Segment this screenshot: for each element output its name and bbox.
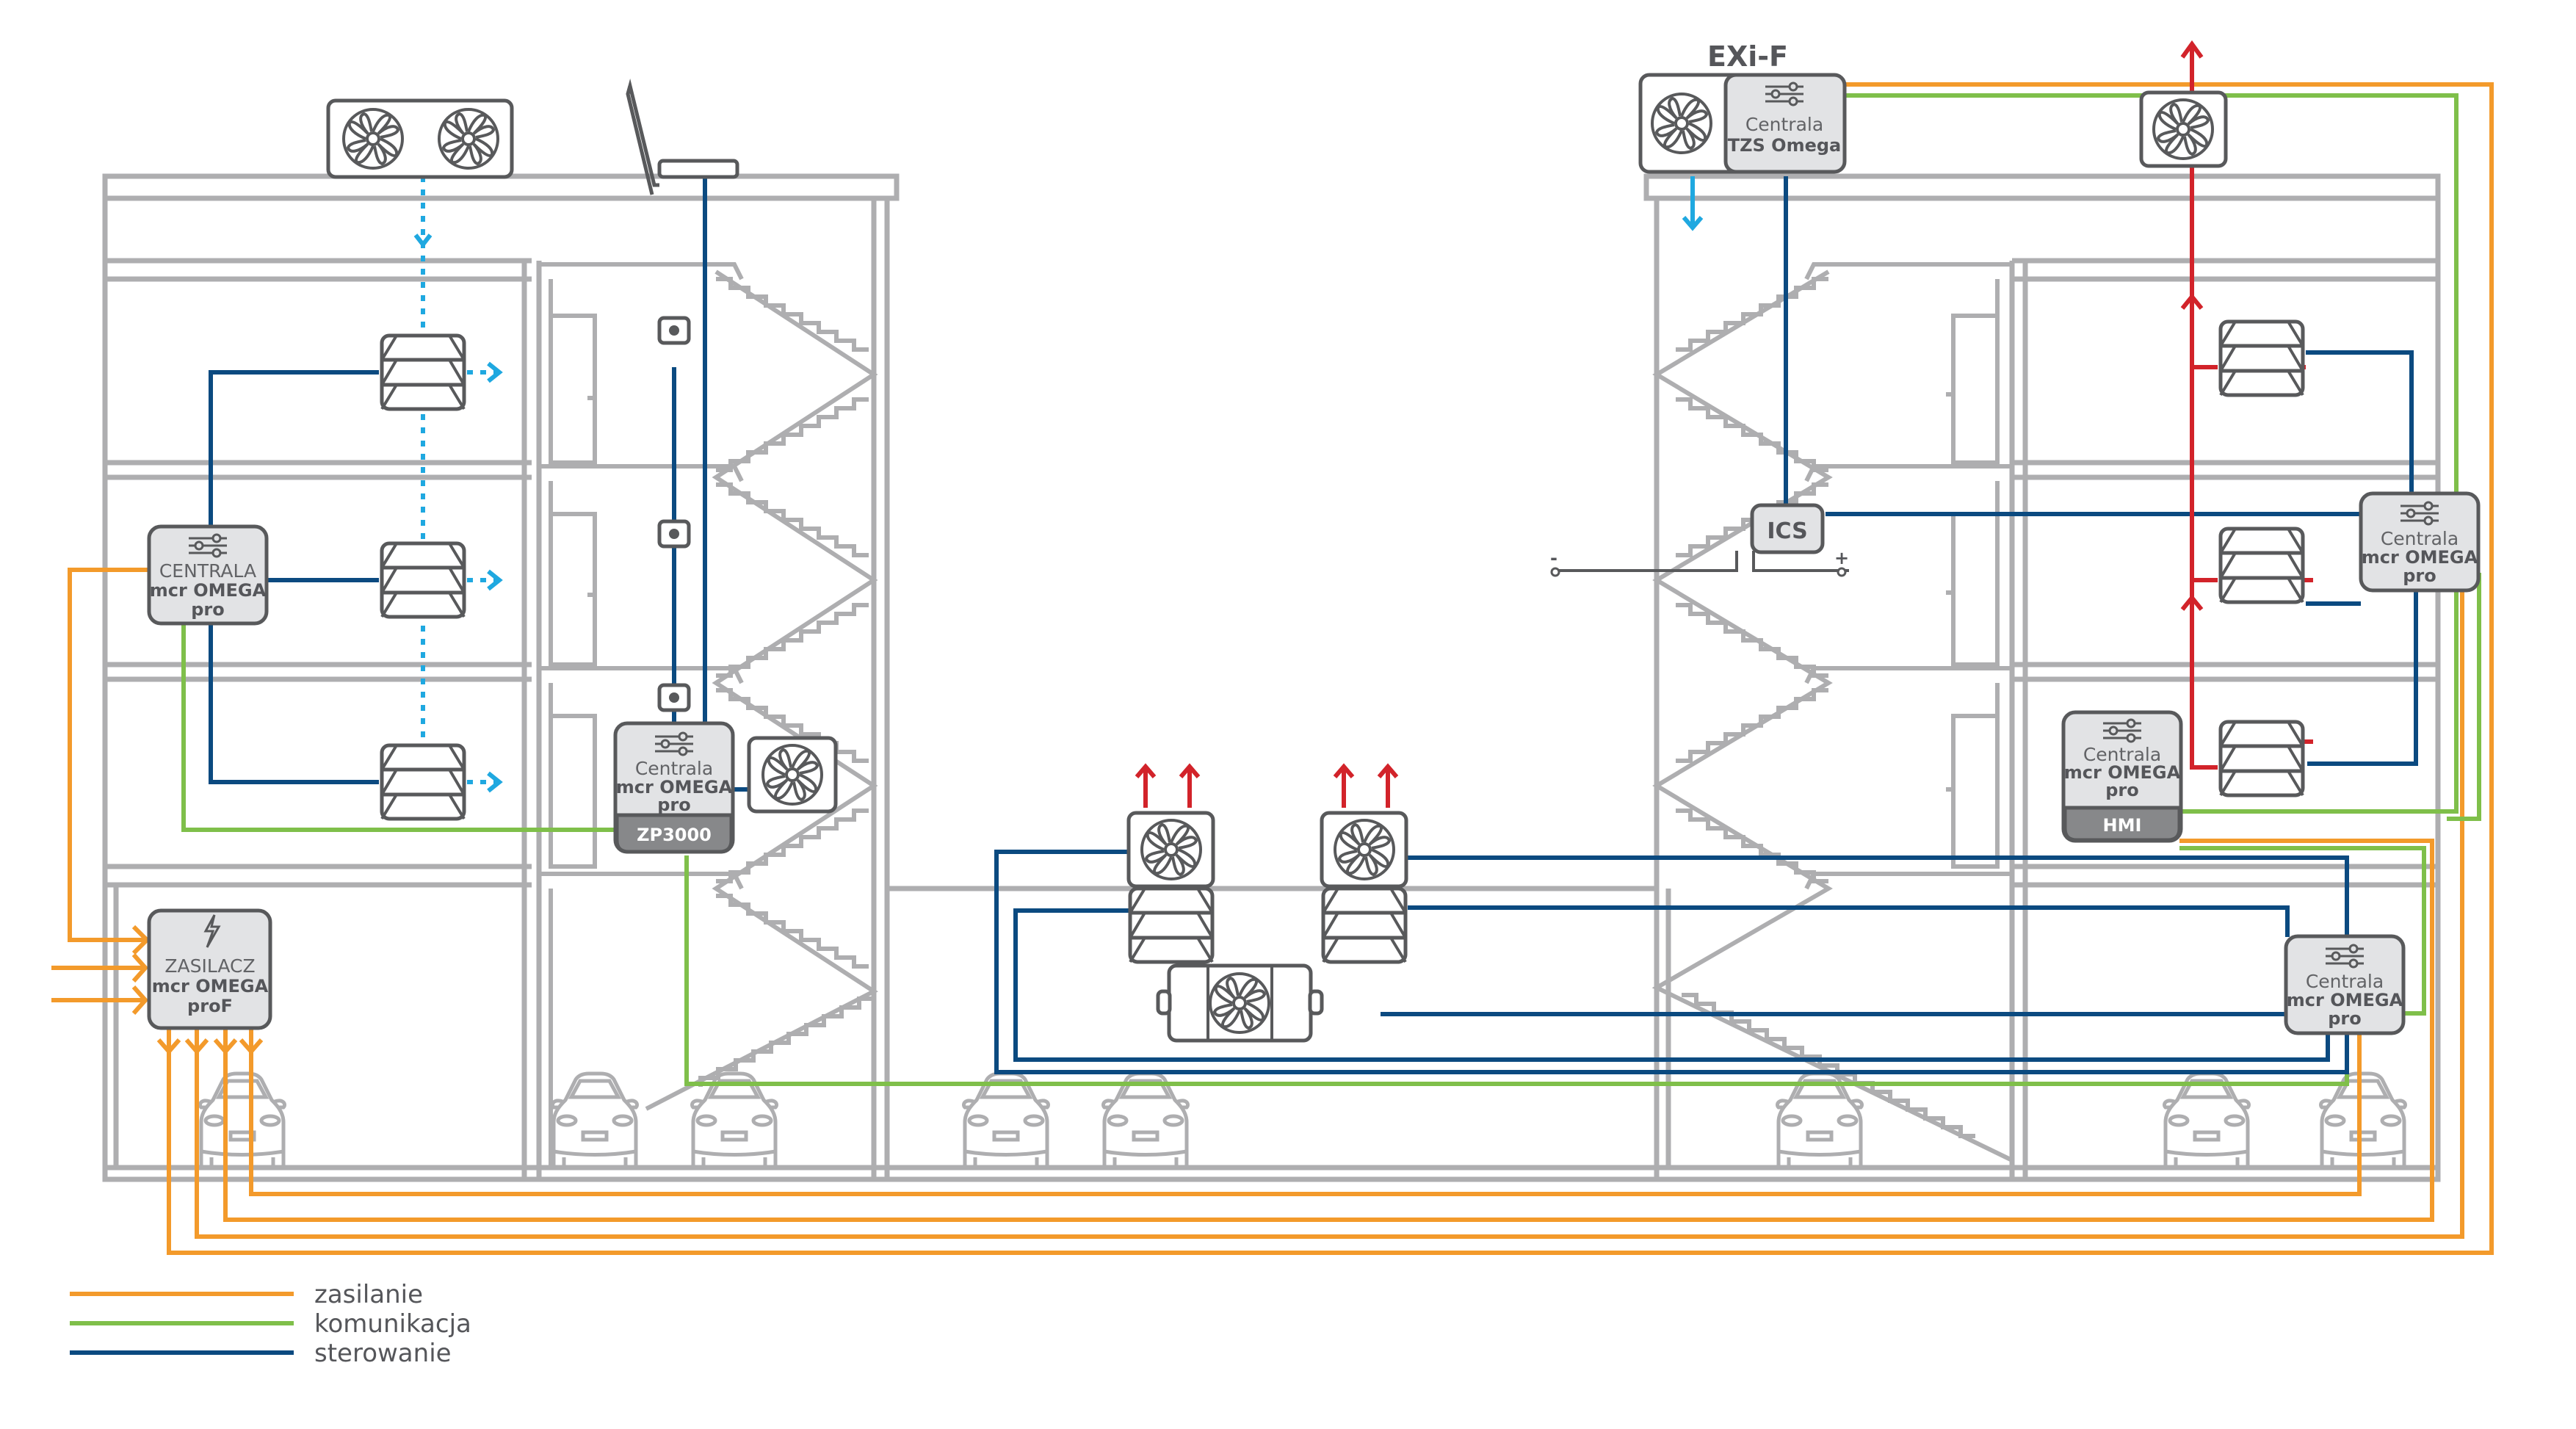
ics-module[interactable]: - + ICS xyxy=(1550,503,1849,577)
sliders-icon xyxy=(2399,501,2440,526)
legend: zasilanie komunikacja sterowanie xyxy=(70,1280,471,1368)
stair-pressurisation-fan xyxy=(747,736,838,814)
centrala-right-top-line3: pro xyxy=(2403,565,2436,586)
jet-fan xyxy=(1156,963,1324,1043)
legend-label-zasilanie: zasilanie xyxy=(314,1280,423,1309)
sliders-icon xyxy=(2324,944,2365,969)
centrala-hmi-line2: mcr OMEGA xyxy=(2064,762,2181,783)
right-building xyxy=(1643,173,2441,1182)
centrala-right-bottom-line2: mcr OMEGA xyxy=(2287,990,2403,1010)
ics-minus: - xyxy=(1550,548,1557,568)
legend-label-sterowanie: sterowanie xyxy=(314,1339,452,1368)
car-icon xyxy=(2321,1074,2406,1168)
ics-label: ICS xyxy=(1767,518,1807,544)
zp3000-badge: ZP3000 xyxy=(637,825,712,845)
centrala-right-top-line1: Centrala xyxy=(2381,528,2459,549)
centrala-right-top[interactable]: Centrala mcr OMEGA pro xyxy=(2359,491,2481,593)
car-icon xyxy=(692,1074,777,1168)
rooftop-double-fan xyxy=(326,98,514,179)
car-icon xyxy=(200,1074,285,1168)
exhaust-fan-unit-1 xyxy=(1126,811,1215,962)
ics-plus: + xyxy=(1834,548,1849,568)
damper-icon xyxy=(2221,322,2303,395)
car-icon xyxy=(1104,1074,1188,1168)
parked-cars xyxy=(200,1074,2406,1168)
manual-call-point xyxy=(657,316,691,345)
centrala-zp3000[interactable]: Centrala mcr OMEGA pro ZP3000 xyxy=(613,721,735,854)
centrala-right-bottom-line3: pro xyxy=(2328,1008,2362,1029)
centrala-zp-line2: mcr OMEGA xyxy=(616,777,733,797)
exhaust-fan-unit-2 xyxy=(1320,811,1408,962)
exif-line1: Centrala xyxy=(1745,114,1823,135)
centrala-hmi-line1: Centrala xyxy=(2083,744,2161,765)
exif-label: EXi-F xyxy=(1707,40,1788,73)
manual-call-point xyxy=(657,683,691,712)
centrala-hmi-line3: pro xyxy=(2105,780,2139,800)
centrala-left[interactable]: CENTRALA mcr OMEGA pro xyxy=(147,524,269,626)
car-icon xyxy=(1778,1074,1862,1168)
damper-icon xyxy=(2221,529,2303,602)
exif-unit[interactable]: EXi-F Centrala TZS Omega xyxy=(1638,40,1847,174)
power-lines xyxy=(51,82,2494,1255)
legend-label-komunikacja: komunikacja xyxy=(314,1309,471,1339)
hmi-badge: HMI xyxy=(2103,815,2142,836)
damper-icon xyxy=(1130,889,1212,962)
zasilacz-line2: mcr OMEGA xyxy=(152,976,269,996)
left-building xyxy=(102,173,900,1182)
supply-air-flow xyxy=(413,176,1704,793)
car-icon xyxy=(964,1074,1049,1168)
damper-icon xyxy=(382,745,464,819)
sliders-icon xyxy=(654,731,695,756)
middle-building xyxy=(887,886,1657,1182)
centrala-left-line2: mcr OMEGA xyxy=(150,580,267,601)
damper-icon xyxy=(1323,889,1405,962)
damper-icon xyxy=(382,336,464,409)
centrala-zp-line3: pro xyxy=(657,795,691,815)
sliders-icon xyxy=(1764,82,1805,106)
exif-line2: TZS Omega xyxy=(1728,135,1841,156)
centrala-zp-line1: Centrala xyxy=(635,758,713,779)
rooftop-laptop xyxy=(626,79,739,195)
sliders-icon xyxy=(187,533,228,558)
zasilacz-power-supply[interactable]: ZASILACZ mcr OMEGA proF xyxy=(147,908,272,1030)
centrala-left-line1: CENTRALA xyxy=(159,560,256,582)
zasilacz-line3: proF xyxy=(187,996,233,1016)
centrala-hmi[interactable]: Centrala mcr OMEGA pro HMI xyxy=(2061,710,2183,843)
damper-icon xyxy=(382,543,464,617)
rooftop-exhaust-fan xyxy=(2139,90,2228,168)
centrala-right-bottom[interactable]: Centrala mcr OMEGA pro xyxy=(2284,934,2406,1035)
damper-icon xyxy=(2221,722,2303,795)
centrala-right-top-line2: mcr OMEGA xyxy=(2362,547,2478,568)
centrala-right-bottom-line1: Centrala xyxy=(2306,971,2384,992)
lightning-icon xyxy=(203,914,221,948)
centrala-left-line3: pro xyxy=(191,599,225,620)
car-icon xyxy=(2165,1074,2249,1168)
car-icon xyxy=(553,1074,637,1168)
zasilacz-line1: ZASILACZ xyxy=(164,955,255,977)
manual-call-point xyxy=(657,519,691,549)
sliders-icon xyxy=(2102,718,2143,743)
